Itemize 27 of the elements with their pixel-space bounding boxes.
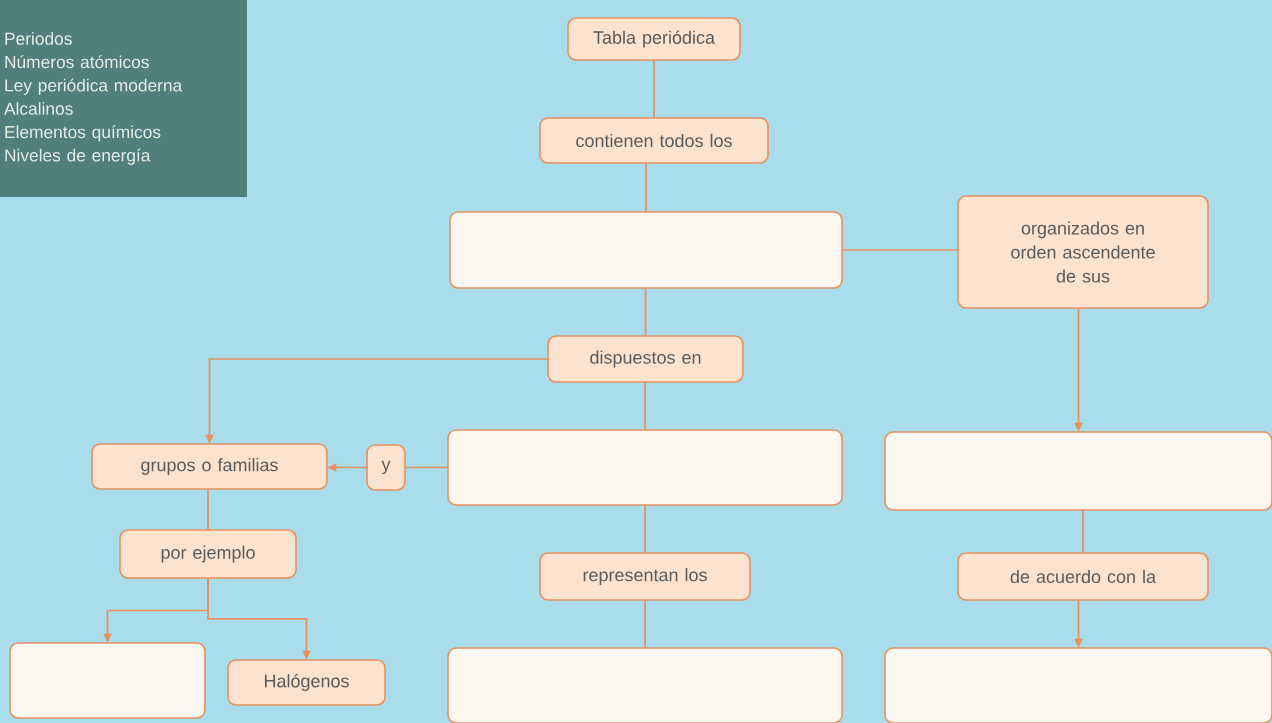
word-bank-panel: Periodos Números atómicos Ley periódica moderna Alcalinos Elementos químicos Niveles de energía <box>0 0 247 198</box>
concept-box: contienen todos los <box>539 117 769 164</box>
connector <box>644 381 646 431</box>
concept-box: grupos o familias <box>91 443 328 490</box>
concept-box: y <box>366 444 406 491</box>
answer-box <box>9 642 206 719</box>
answer-box <box>884 647 1272 723</box>
connector <box>653 59 655 119</box>
connector <box>644 504 646 554</box>
answer-box <box>449 211 843 289</box>
concept-box: organizados en orden ascendente de sus <box>957 195 1209 309</box>
answer-box <box>447 429 843 506</box>
connector <box>841 249 959 251</box>
answer-box <box>884 431 1272 511</box>
connector <box>645 162 647 213</box>
concept-box: Tabla periódica <box>567 17 741 61</box>
connector <box>644 287 647 337</box>
connector <box>207 488 209 531</box>
connector <box>404 466 449 469</box>
concept-box: dispuestos en <box>547 335 744 383</box>
concept-box: de acuerdo con la <box>957 552 1209 601</box>
concept-box: Halógenos <box>227 659 386 706</box>
answer-box <box>447 647 843 723</box>
concept-box: representan los <box>539 552 751 601</box>
connector <box>644 599 646 649</box>
connector <box>1082 509 1084 554</box>
concept-box: por ejemplo <box>119 529 297 579</box>
